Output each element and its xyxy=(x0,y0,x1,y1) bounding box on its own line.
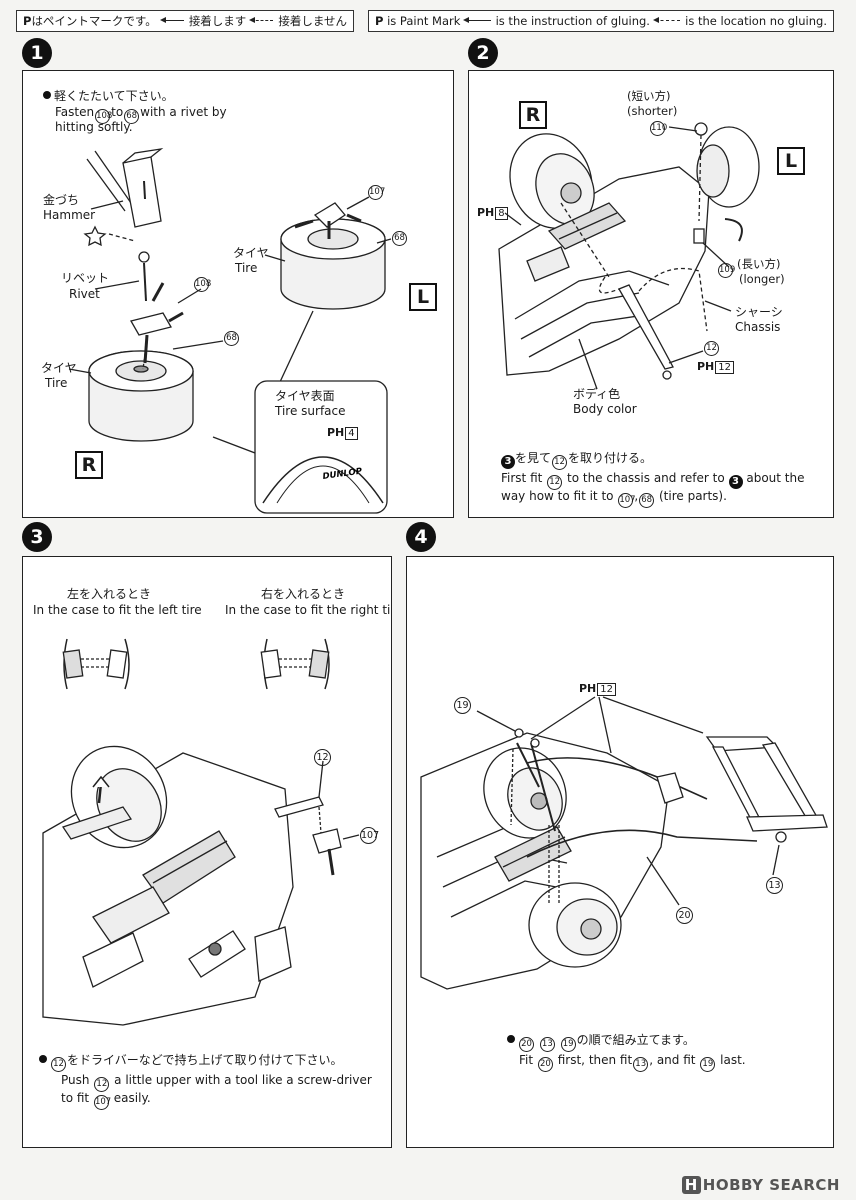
tire-label-en: Tire xyxy=(45,376,68,390)
hammer-label-en: Hammer xyxy=(43,208,96,222)
part-108-badge: 108 xyxy=(194,277,211,292)
step-3-illustration xyxy=(42,638,360,1026)
side-l-badge: L xyxy=(777,147,805,175)
glue-arrow-icon xyxy=(159,16,184,23)
legend-no-glue-text: is the location no gluing. xyxy=(685,14,827,28)
legend-paint-mark-text: is Paint Mark xyxy=(387,14,461,28)
shorter-label-en: (shorter) xyxy=(627,104,678,118)
longer-label-jp: (長い方) xyxy=(737,257,781,271)
step-number-4: 4 xyxy=(406,522,436,552)
body-color-label-en: Body color xyxy=(573,402,637,416)
part-19-badge: 19 xyxy=(454,697,471,714)
step-3-note-en-line2: to fit 107 easily. xyxy=(61,1091,151,1110)
legend-glue-text: 接着します xyxy=(188,14,247,28)
part-12-badge: 12 xyxy=(704,341,719,356)
part-68-badge: 68 xyxy=(224,331,239,346)
step-4-illustration xyxy=(420,696,828,990)
part-109-badge: 109 xyxy=(718,263,735,278)
part-68-badge: 68 xyxy=(392,231,407,246)
longer-label-en: (longer) xyxy=(739,272,785,286)
side-r-badge: R xyxy=(75,451,103,479)
legend-japanese: P はペイントマークです。 接着します 接着しません xyxy=(16,10,354,32)
part-13-badge: 13 xyxy=(766,877,783,894)
tire-l-label-en: Tire xyxy=(235,261,258,275)
left-case-label-jp: 左を入れるとき xyxy=(67,587,152,601)
paint-mark-icon: P xyxy=(375,14,384,28)
tire-label-jp: タイヤ xyxy=(41,361,77,375)
legend-paint-mark-text: はペイントマークです。 xyxy=(31,14,157,28)
part-20-badge: 20 xyxy=(676,907,693,924)
side-l-badge: L xyxy=(409,283,437,311)
part-107-badge: 107 xyxy=(368,185,385,200)
tire-l-label-jp: タイヤ xyxy=(233,246,269,260)
step-2-panel: R L (短い方) (shorter) 110 109 (長い方) (longe… xyxy=(468,70,834,518)
part-110-badge: 110 xyxy=(650,121,667,136)
body-color-label-jp: ボディ色 xyxy=(573,387,621,401)
rivet-label-jp: リベット xyxy=(61,271,110,285)
part-12-badge: 12 xyxy=(314,749,331,766)
paint-mark-icon: P xyxy=(23,14,32,28)
bullet-icon xyxy=(39,1055,47,1063)
left-case-label-en: In the case to fit the left tire xyxy=(33,603,202,617)
legend-no-glue-text: 接着しません xyxy=(278,14,347,28)
part-number-badge: 68 xyxy=(124,109,140,124)
part-number-badge: 108 xyxy=(95,109,112,124)
right-case-label-en: In the case to fit the right tire xyxy=(225,603,392,617)
tire-surface-label-jp: タイヤ表面 xyxy=(275,389,335,403)
step-2-illustration xyxy=(498,122,760,390)
step-3-note-en: Push 12 a little upper with a tool like … xyxy=(61,1073,372,1092)
legend-english: P is Paint Mark is the instruction of gl… xyxy=(368,10,834,32)
legend-glue-text: is the instruction of gluing. xyxy=(495,14,650,28)
right-case-label-jp: 右を入れるとき xyxy=(261,587,346,601)
step-1-note-jp: 軽くたたいて下さい。 xyxy=(43,89,174,104)
glue-arrow-icon xyxy=(463,16,491,23)
chassis-label-jp: シャーシ xyxy=(735,305,783,319)
tire-surface-label-en: Tire surface xyxy=(275,404,346,418)
rivet-label-en: Rivet xyxy=(69,287,100,301)
chassis-label-en: Chassis xyxy=(735,320,781,334)
step-number-3: 3 xyxy=(22,522,52,552)
no-glue-arrow-icon xyxy=(652,16,681,23)
part-107-badge: 107 xyxy=(360,827,379,844)
shorter-label-jp: (短い方) xyxy=(627,89,671,103)
bullet-icon xyxy=(507,1035,515,1043)
step-number-1: 1 xyxy=(22,38,52,68)
hammer-label-jp: 金づち xyxy=(43,193,80,207)
no-glue-arrow-icon xyxy=(249,16,274,23)
side-r-badge: R xyxy=(519,101,547,129)
step-2-note-en-line2: way how to fit it to 107,68 (tire parts)… xyxy=(501,489,727,508)
step-2-note-en: First fit 12 to the chassis and refer to… xyxy=(501,471,804,490)
step-1-note-en-line2: hitting softly. xyxy=(55,120,133,134)
step-1-illustration: DUNLOP xyxy=(68,147,392,514)
step-number-2: 2 xyxy=(468,38,498,68)
bullet-icon xyxy=(43,91,51,99)
step-3-panel: 左を入れるとき In the case to fit the left tire… xyxy=(22,556,392,1148)
